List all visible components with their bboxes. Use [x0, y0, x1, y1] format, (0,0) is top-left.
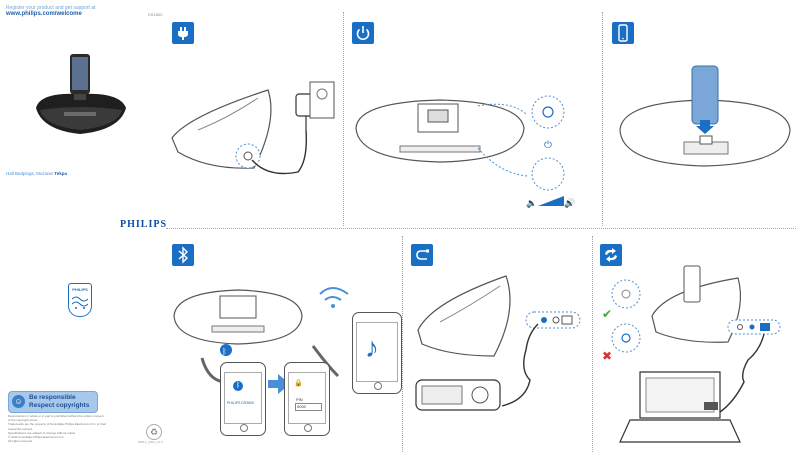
- step-update-badge: [600, 244, 622, 266]
- phone-screen-pin: 🔒 PIN 0000: [284, 362, 330, 436]
- music-note-icon: ♪: [365, 332, 379, 363]
- svg-text:✖: ✖: [602, 349, 612, 363]
- illustration-bluetooth: ᛒ: [173, 287, 349, 394]
- illustration-update: ✔ ✖: [602, 265, 781, 443]
- illustration-dock: [619, 65, 791, 167]
- step-dock-badge: [612, 22, 634, 44]
- pin-input[interactable]: 0000: [295, 403, 322, 411]
- product-name-prefix: Hall Bedpings, Muziuse: [6, 171, 54, 176]
- svg-text:⏻: ⏻: [544, 140, 552, 151]
- responsible-line2: Respect copyrights: [29, 402, 90, 409]
- shield-text: PHILIPS: [72, 287, 88, 292]
- legal-line: Reproduction in whole or in part is proh…: [8, 414, 104, 418]
- phone-screen-music: ♪: [352, 312, 402, 394]
- divider-bottom-1: [402, 236, 403, 452]
- register-url[interactable]: www.philips.com/welcome: [6, 11, 82, 17]
- bluetooth-icon: ᛒ: [233, 381, 243, 391]
- divider-top-1: [343, 12, 344, 226]
- philips-shield-logo: PHILIPS: [68, 283, 92, 317]
- power-plug-icon: [178, 27, 188, 40]
- step-power-badge: [172, 22, 194, 44]
- home-button-icon: [240, 424, 248, 432]
- svg-text:✔: ✔: [602, 307, 612, 321]
- divider-bottom-2: [592, 236, 593, 452]
- power-button-icon: [356, 26, 370, 41]
- legal-line: © 2011 Koninklijke Philips Electronics N…: [8, 435, 65, 440]
- illustration-power: [171, 81, 335, 175]
- divider-top-2: [602, 12, 603, 226]
- legal-text: Reproduction in whole or in part is proh…: [8, 414, 158, 443]
- horizontal-divider: [166, 228, 796, 229]
- legal-line: All rights reserved.: [8, 439, 33, 444]
- sync-arrows-icon: [605, 248, 617, 262]
- legal-line: of the copyright owner.: [8, 418, 39, 423]
- responsible-badge: ☺ Be responsible Respect copyrights: [8, 391, 98, 413]
- product-name-suffix: Tekpa: [54, 171, 67, 176]
- philips-wordmark: PHILIPS: [120, 219, 168, 230]
- pin-label: PIN: [296, 397, 303, 402]
- legal-line: respective owners.: [8, 426, 34, 431]
- phone-screen-devices: ᛒ PHILIPS DS3600: [220, 362, 266, 436]
- lock-icon: 🔒: [294, 380, 303, 387]
- home-button-icon: [374, 382, 382, 390]
- register-line: Register your product and get support at: [6, 5, 96, 11]
- svg-text:ᛒ: ᛒ: [222, 347, 227, 356]
- svg-text:🔊: 🔊: [564, 197, 575, 209]
- bluetooth-icon: [178, 246, 189, 264]
- recycle-icon: ♻: [146, 424, 162, 440]
- illustration-aux: [415, 275, 581, 411]
- phone-screen: 🔒 PIN 0000: [288, 372, 326, 424]
- illustration-standby: ⏻ 🔈 🔊: [355, 95, 575, 209]
- legal-line: Specifications are subject to change wit…: [8, 430, 77, 435]
- model-code: DS1600: [148, 12, 163, 17]
- product-name: Hall Bedpings, Muziuse Tekpa: [6, 171, 67, 176]
- aux-cable-icon: [416, 249, 429, 260]
- legal-line: Trademarks are the property of Koninklij…: [8, 422, 107, 427]
- responsible-line1: Be responsible: [29, 394, 76, 401]
- step-aux-badge: [411, 244, 433, 266]
- doc-number: SMIL1_QSG_V1.0: [138, 440, 163, 444]
- device-name: PHILIPS DS3600: [227, 401, 255, 405]
- step-standby-badge: [352, 22, 374, 44]
- home-button-icon: [304, 424, 312, 432]
- info-circle-icon: ☺: [12, 395, 25, 408]
- svg-text:🔈: 🔈: [526, 199, 537, 209]
- product-photo: [36, 54, 126, 134]
- step-bluetooth-badge: [172, 244, 194, 266]
- phone-screen: ᛒ PHILIPS DS3600: [224, 372, 262, 424]
- phone-icon: [618, 24, 628, 42]
- phone-screen: ♪: [356, 322, 398, 382]
